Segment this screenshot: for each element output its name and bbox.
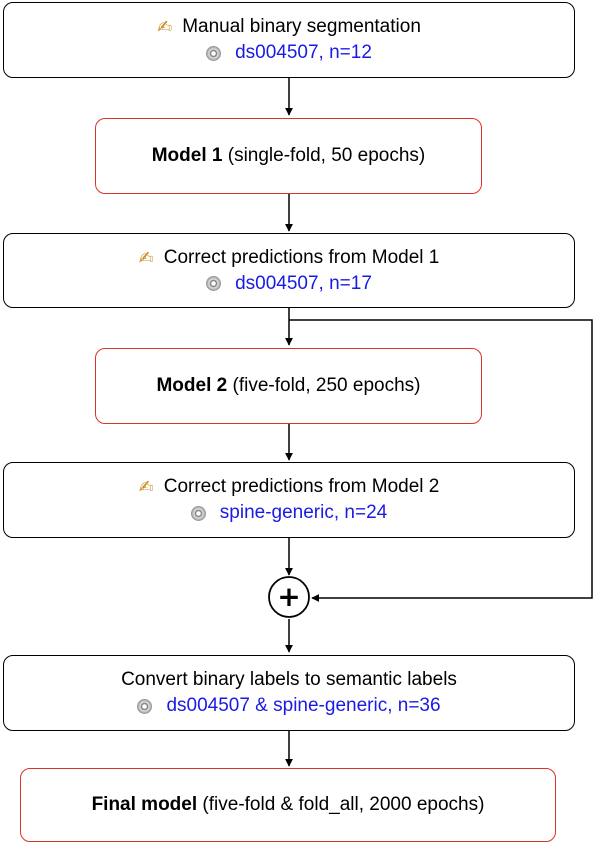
manual-segmentation-box: ✍ Manual binary segmentation ds004507, n… xyxy=(3,2,575,78)
convert-labels-dataset: ds004507 & spine-generic, n=36 xyxy=(166,695,441,716)
correct-predictions-2-box: ✍ Correct predictions from Model 2 spine… xyxy=(3,462,575,538)
correct-predictions-2-dataset: spine-generic, n=24 xyxy=(219,502,388,523)
model1-detail: (single-fold, 50 epochs) xyxy=(227,145,426,166)
final-model-detail: (five-fold & fold_all, 2000 epochs) xyxy=(202,794,485,815)
convert-labels-box: Convert binary labels to semantic labels… xyxy=(3,655,575,731)
correct-predictions-1-dataset: ds004507, n=17 xyxy=(235,272,372,294)
final-model-name: Final model xyxy=(91,794,198,815)
disc-icon xyxy=(206,276,222,291)
model1-name: Model 1 xyxy=(151,145,223,166)
combine-plus: + xyxy=(277,580,300,613)
correct-predictions-1-box: ✍ Correct predictions from Model 1 ds004… xyxy=(3,233,575,308)
correct-predictions-1-title: Correct predictions from Model 1 xyxy=(163,246,440,268)
combine-node xyxy=(268,576,310,618)
correct-predictions-2-title: Correct predictions from Model 2 xyxy=(163,476,440,497)
disc-icon xyxy=(137,698,153,714)
writing-hand-icon: ✍ xyxy=(138,247,154,268)
writing-hand-icon: ✍ xyxy=(157,17,173,37)
writing-hand-icon: ✍ xyxy=(138,477,154,497)
convert-labels-title: Convert binary labels to semantic labels xyxy=(121,669,457,690)
model2-box: Model 2 (five-fold, 250 epochs) xyxy=(95,348,482,424)
disc-icon xyxy=(206,45,222,61)
manual-segmentation-dataset: ds004507, n=12 xyxy=(235,42,372,63)
disc-icon xyxy=(190,505,206,521)
arrow-correct1-to-combine xyxy=(289,319,593,602)
model2-name: Model 2 xyxy=(156,375,228,396)
model2-detail: (five-fold, 250 epochs) xyxy=(232,375,421,396)
manual-segmentation-title: Manual binary segmentation xyxy=(182,16,421,37)
final-model-box: Final model (five-fold & fold_all, 2000 … xyxy=(20,768,556,842)
model1-box: Model 1 (single-fold, 50 epochs) xyxy=(95,118,482,194)
